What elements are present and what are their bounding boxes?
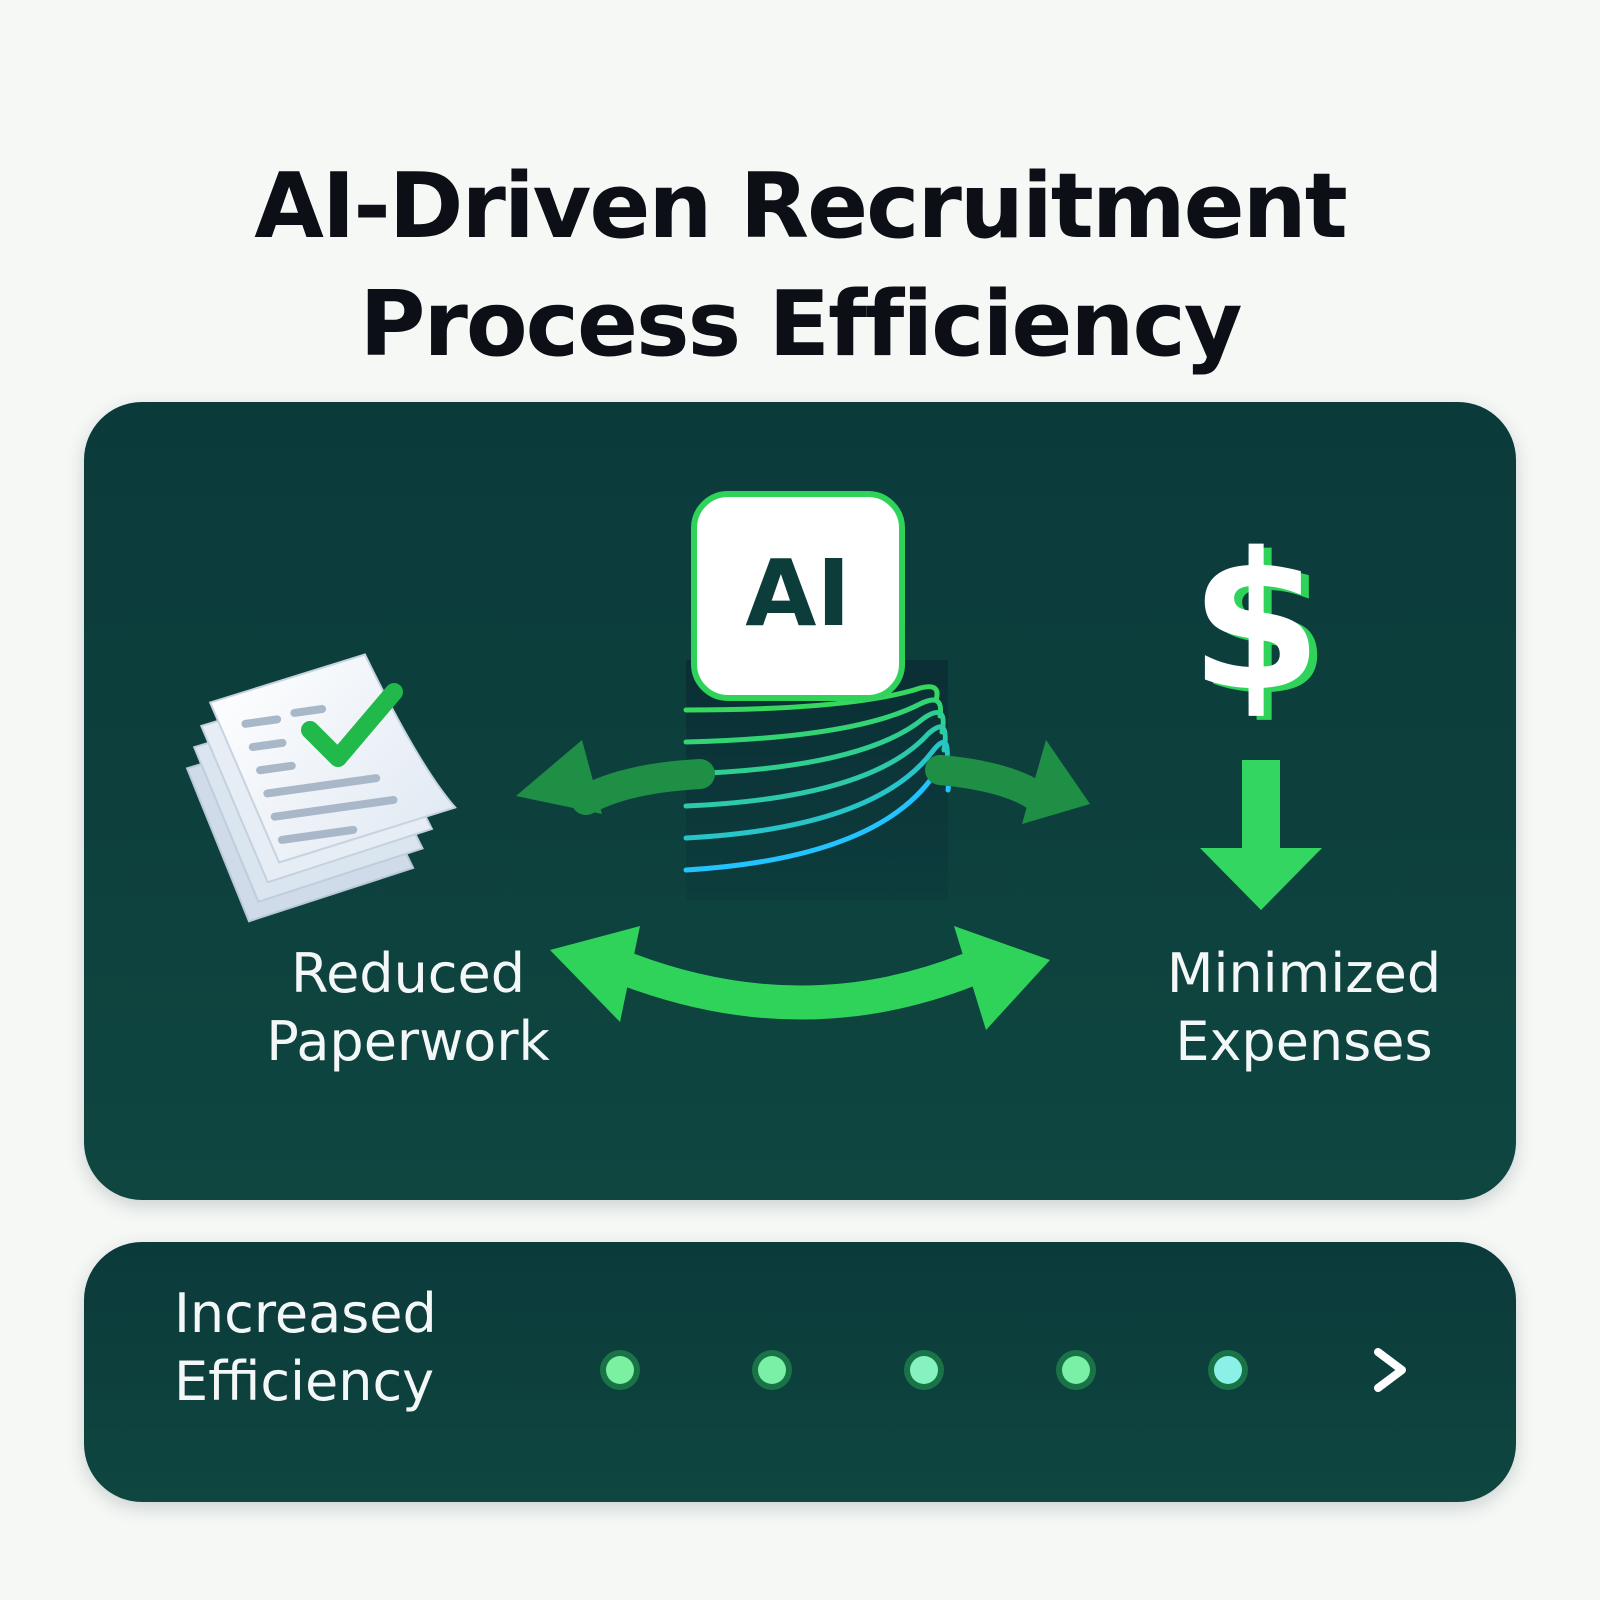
increased-efficiency-label: Increased Efficiency [174, 1282, 437, 1413]
page-title: AI-Driven Recruitment Process Efficiency [0, 148, 1600, 384]
timeline-milestone-dot [910, 1356, 938, 1384]
benefits-panel: AI $ $ Reduced Paperwork Minimized Expen… [84, 402, 1516, 1200]
paperwork-check-icon [185, 653, 457, 923]
efficiency-timeline [494, 1348, 1406, 1392]
efficiency-panel: Increased Efficiency [84, 1242, 1516, 1502]
timeline-arrowhead-icon [1374, 1348, 1406, 1392]
check-icon [301, 683, 403, 767]
upper-exchange-arrows [516, 740, 1090, 824]
ai-engine-graphic: AI [683, 491, 952, 900]
arrow-left-icon [516, 740, 602, 814]
arrow-right-icon [1022, 740, 1090, 824]
dollar-down-icon: $ $ [1190, 512, 1330, 910]
timeline-milestone-dot [606, 1356, 634, 1384]
timeline-milestone-dot [1214, 1356, 1242, 1384]
ai-badge-text: AI [745, 540, 850, 647]
down-arrow-icon [1242, 760, 1280, 856]
timeline-milestone-dot [1062, 1356, 1090, 1384]
reduced-paperwork-label: Reduced Paperwork [266, 942, 550, 1073]
timeline-milestone-dot [758, 1356, 786, 1384]
svg-text:$: $ [1190, 512, 1322, 733]
bidirectional-arrow-icon [550, 926, 1050, 1030]
dollar-icon: $ [1198, 516, 1330, 737]
page-title-line-1: AI-Driven Recruitment [254, 154, 1347, 260]
page-title-line-2: Process Efficiency [359, 272, 1242, 378]
minimized-expenses-label: Minimized Expenses [1166, 942, 1442, 1073]
